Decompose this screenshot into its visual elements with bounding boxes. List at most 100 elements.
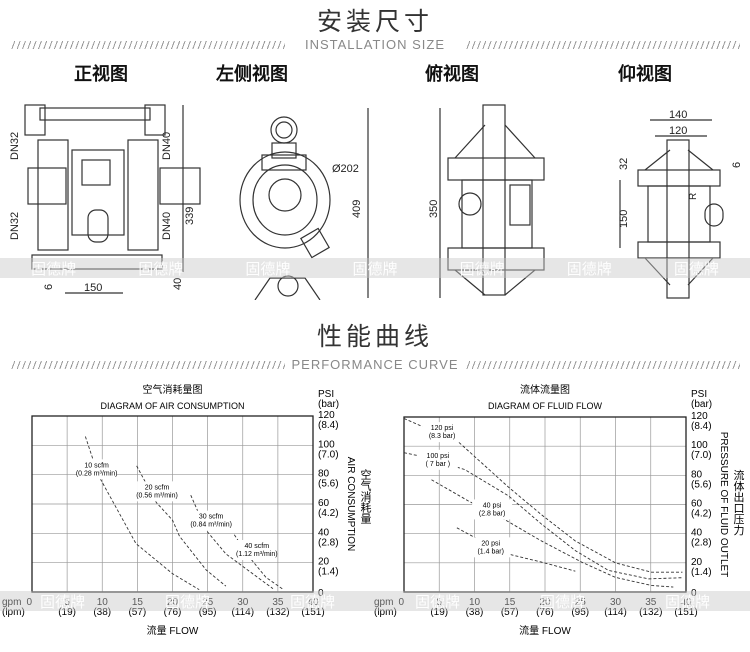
dim-dn32-top: DN32 [9,132,21,160]
y-tick-label: 20 [691,557,703,568]
series-label: 30 scfm [199,514,224,521]
chart-title: DIAGRAM OF FLUID FLOW [488,401,603,411]
dim-140: 140 [669,109,687,121]
chart-title-cn: 流体流量图 [520,383,570,396]
x-tick-label-lpm: (57) [501,607,519,618]
dim-350: 350 [428,200,440,218]
x-tick-label-lpm: (132) [266,607,289,618]
y-tick-label-bar: (5.6) [318,479,339,490]
y-tick-label: 40 [691,528,703,539]
bottom-view-drawing: 140 120 32 6 150 R [618,109,743,299]
y-axis-label-cn: 空气消耗量 [359,468,372,524]
series-label-2: (0.84 m³/min) [190,522,232,529]
performance-subtitle: PERFORMANCE CURVE [291,357,459,372]
dim-dn40-top: DN40 [161,132,173,160]
x-tick-label: 40 [680,597,692,608]
y-tick-label-bar: (2.8) [318,537,339,548]
x-axis-label: 流量 FLOW [519,624,571,637]
watermark: 固德牌 [664,593,710,611]
x-unit-lpm: (lpm) [374,607,397,618]
dim-diameter-202: Ø202 [332,163,359,175]
x-tick-label-lpm: (95) [199,607,217,618]
x-unit-lpm: (lpm) [2,607,25,618]
x-tick-label: 10 [469,597,481,608]
series-label: 10 scfm [84,462,109,469]
dim-409: 409 [351,200,363,218]
x-tick-label: 15 [504,597,516,608]
series-label-bg [76,459,117,480]
x-tick-label: 30 [610,597,622,608]
divider [465,41,740,49]
y-tick-label-bar: (5.6) [691,479,712,490]
divider [465,361,740,369]
y-tick-label: 80 [318,469,330,480]
x-tick-label: 20 [539,597,551,608]
y-tick-label-bar: (1.4) [691,567,712,578]
watermark: 固德牌 [352,260,398,278]
x-tick-label-lpm: (76) [164,607,182,618]
x-tick-label-lpm: (19) [58,607,76,618]
dim-339: 339 [184,207,196,225]
x-tick-label-lpm: (132) [639,607,662,618]
watermark: 固德牌 [138,260,184,278]
dim-6: 6 [43,284,55,290]
plot-frame [403,416,687,593]
x-tick-label: 15 [132,597,144,608]
series-label-2: (0.56 m³/min) [136,492,178,499]
series-label: 40 scfm [245,543,270,550]
top-view-drawing: 350 [428,104,545,298]
x-tick-label: 10 [97,597,109,608]
dim-6-bottom: 6 [731,162,743,168]
series-label: 120 psi [431,425,454,432]
watermark: 固德牌 [414,593,460,611]
dim-r: R [688,193,699,200]
view-side-label: 左侧视图 [216,64,288,84]
series-label-2: (8.3 bar) [429,433,455,440]
watermark: 固德牌 [673,260,719,278]
chart-title-cn: 空气消耗量图 [143,383,203,396]
series-label: 20 psi [481,540,500,547]
x-tick-label-lpm: (95) [571,607,589,618]
y-unit-bar: (bar) [318,399,339,410]
y-tick-label: 80 [691,469,703,480]
x-tick-label: 35 [645,597,657,608]
watermark: 固德牌 [539,593,585,611]
side-view-drawing: Ø202 409 [239,108,369,300]
dim-dn40-bottom: DN40 [161,212,173,240]
x-tick-label: 35 [272,597,284,608]
x-unit-gpm: gpm [374,597,393,608]
series-label-bg [422,422,463,443]
y-tick-label-bar: (7.0) [318,449,339,460]
watermark: 固德牌 [289,593,335,611]
x-tick-label-lpm: (38) [93,607,111,618]
y-tick-label: 0 [318,588,324,599]
series-label-2: (1.4 bar) [477,548,503,555]
series-line [136,465,227,587]
view-top-label: 俯视图 [425,64,479,84]
y-axis-label: AIR CONSUMPTION [345,457,356,551]
watermark: 固德牌 [245,260,291,278]
watermark: 固德牌 [31,260,77,278]
y-tick-label-bar: (4.2) [691,509,712,520]
series-label-bg [236,540,277,560]
y-unit-psi: PSI [691,389,707,400]
y-tick-label-bar: (4.2) [318,508,339,519]
y-tick-label: 20 [318,557,330,568]
series-label-2: (1.12 m³/min) [236,551,278,558]
y-tick-label: 60 [691,499,703,510]
x-tick-label-lpm: (19) [430,607,448,618]
y-tick-label-bar: (8.4) [318,420,339,431]
x-tick-label: 0 [398,597,404,608]
watermark: 固德牌 [39,593,85,611]
series-label: 100 psi [427,453,450,460]
x-axis-label: 流量 FLOW [147,624,199,637]
watermark: 固德牌 [459,260,505,278]
y-tick-label: 120 [691,411,708,422]
series-label-bg [470,537,511,558]
y-tick-label: 100 [691,440,708,451]
series-label-2: (0.28 m³/min) [76,470,118,477]
x-tick-label: 25 [202,597,214,608]
x-tick-label-lpm: (114) [231,607,254,618]
series-label-bg [137,481,178,502]
